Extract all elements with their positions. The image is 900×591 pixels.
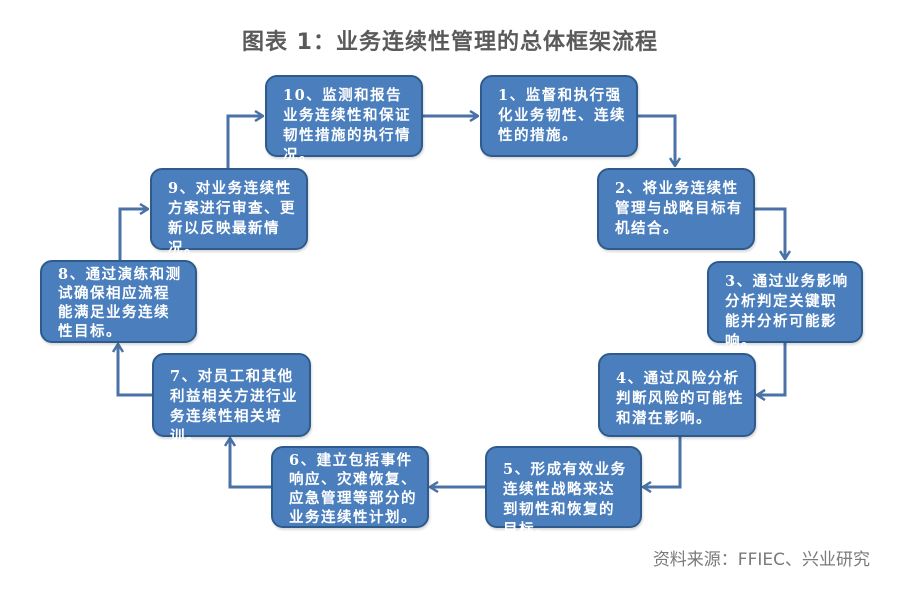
arrow-6-to-7 <box>230 438 271 489</box>
step-8-box: 8、通过演练和测试确保相应流程能满足业务连续性目标。 <box>40 260 197 343</box>
step-9-box: 9、对业务连续性方案进行审查、更新以反映最新情况。 <box>150 168 308 257</box>
source-note: 资料来源：FFIEC、兴业研究 <box>652 550 870 570</box>
arrow-3-to-4 <box>757 342 787 395</box>
step-3-box: 3、通过业务影响分析判定关键职能并分析可能影响。 <box>707 261 863 350</box>
arrow-9-to-10 <box>226 116 263 168</box>
diagram-title: 图表 1：业务连续性管理的总体框架流程 <box>242 30 658 55</box>
step-10-box: 10、监测和报告业务连续性和保证韧性措施的执行情况。 <box>265 75 423 164</box>
step-7-box: 7、对员工和其他利益相关方进行业务连续性相关培训。 <box>152 353 311 445</box>
arrow-1-to-2 <box>637 114 675 166</box>
step-4-box: 4、通过风险分析判断风险的可能性和潜在影响。 <box>598 353 756 437</box>
arrow-7-to-8 <box>118 344 152 397</box>
arrow-4-to-5 <box>643 436 682 487</box>
step-2-box: 2、将业务连续性管理与战略目标有机结合。 <box>597 168 755 250</box>
step-1-box: 1、监督和执行强化业务韧性、连续性的措施。 <box>480 75 638 157</box>
step-5-box: 5、形成有效业务连续性战略来达到韧性和恢复的目标。 <box>485 446 642 538</box>
step-6-box: 6、建立包括事件响应、灾难恢复、应急管理等部分的业务连续性计划。 <box>271 446 429 528</box>
arrow-2-to-3 <box>754 207 785 259</box>
arrow-8-to-9 <box>118 209 148 260</box>
